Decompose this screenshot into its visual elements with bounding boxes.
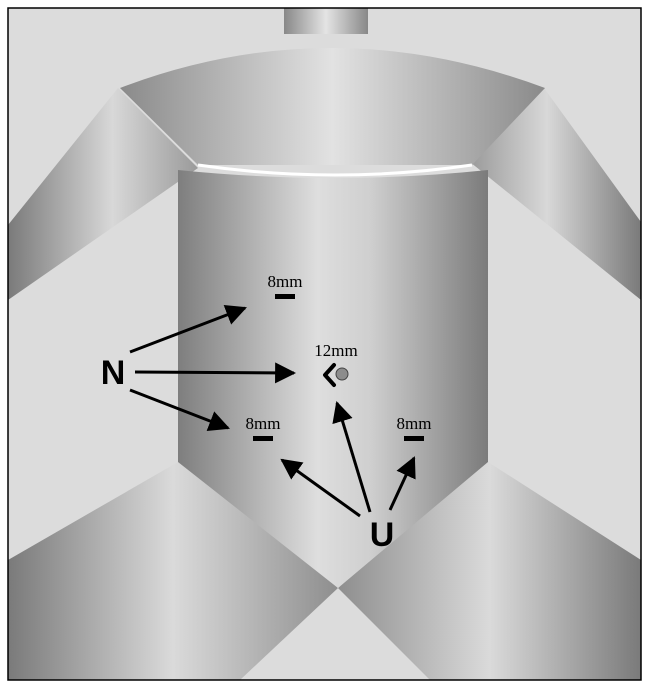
port-label-n-lower: 8mm <box>246 414 281 433</box>
port-label-center: 12mm <box>314 341 357 360</box>
port-mark-n-upper <box>275 294 295 299</box>
arrow-n-to-center <box>135 372 294 373</box>
port-mark-n-lower <box>253 436 273 441</box>
camera-port-dot <box>336 368 348 380</box>
group-label-n: N <box>101 354 126 392</box>
group-label-u: U <box>370 516 395 554</box>
neck-shape <box>284 8 368 34</box>
port-mark-u-right <box>404 436 424 441</box>
port-label-n-upper: 8mm <box>268 272 303 291</box>
port-label-u-right: 8mm <box>397 414 432 433</box>
